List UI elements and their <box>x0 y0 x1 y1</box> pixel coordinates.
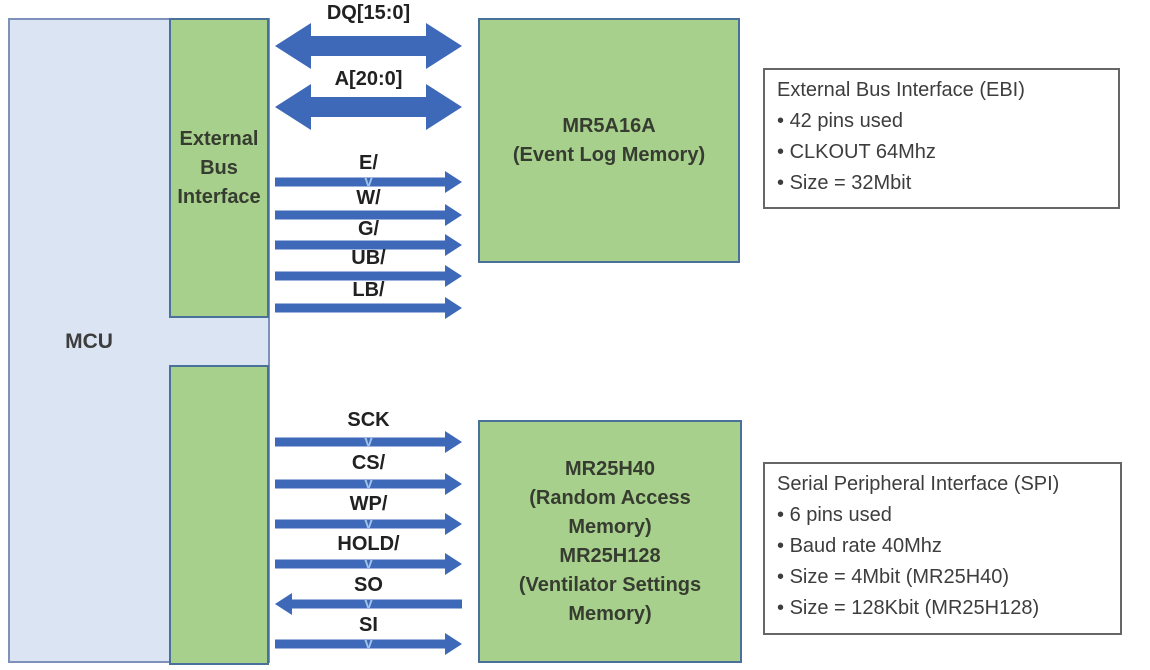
note-bullet: Baud rate 40Mhz <box>777 531 1108 562</box>
connector-marker-icon: v <box>364 595 373 612</box>
right-arrow <box>275 633 462 655</box>
bidirectional-arrow <box>275 84 462 130</box>
note-bullet: Size = 4Mbit (MR25H40) <box>777 562 1108 593</box>
event-log-memory-label: MR5A16A (Event Log Memory) <box>512 114 706 166</box>
right-arrow <box>275 553 462 575</box>
ebi-note-bullets: 42 pins usedCLKOUT 64MhzSize = 32Mbit <box>777 106 1106 199</box>
right-arrow <box>275 265 462 287</box>
spi-note-title: Serial Peripheral Interface (SPI) <box>777 473 1060 495</box>
spi-note-box: Serial Peripheral Interface (SPI) 6 pins… <box>763 462 1122 635</box>
signal-label: HOLD/ <box>337 533 400 555</box>
mcu-label: MCU <box>65 330 113 353</box>
right-arrow <box>275 204 462 226</box>
bidirectional-arrow <box>275 23 462 69</box>
right-arrow <box>275 297 462 319</box>
signal-label: WP/ <box>349 493 388 515</box>
signal-label: W/ <box>356 187 381 209</box>
signal-label: SCK <box>347 409 390 431</box>
right-arrow <box>275 171 462 193</box>
signal-label: G/ <box>357 218 380 240</box>
signal-label: SI <box>359 614 378 636</box>
connector-marker-icon: v <box>364 433 373 450</box>
ebi-note-title: External Bus Interface (EBI) <box>777 79 1025 101</box>
signal-label: LB/ <box>352 279 385 301</box>
left-arrow <box>275 593 462 615</box>
signal-label: A[20:0] <box>334 68 403 90</box>
note-bullet: CLKOUT 64Mhz <box>777 137 1106 168</box>
connector-marker-icon: v <box>364 515 373 532</box>
note-bullet: 42 pins used <box>777 106 1106 137</box>
signal-label: SO <box>354 574 383 596</box>
ebi-note-box: External Bus Interface (EBI) 42 pins use… <box>763 68 1120 209</box>
event-log-memory-block: MR5A16A (Event Log Memory) <box>478 18 740 263</box>
spi-block <box>169 365 269 665</box>
right-arrow <box>275 513 462 535</box>
signal-label: UB/ <box>351 247 386 269</box>
connector-marker-icon: v <box>364 173 373 190</box>
spi-note-bullets: 6 pins usedBaud rate 40MhzSize = 4Mbit (… <box>777 500 1108 624</box>
ventilator-settings-memory-label: MR25H40 (Random Access Memory) MR25H128 … <box>518 457 702 625</box>
signal-label: E/ <box>359 152 378 174</box>
signal-label: CS/ <box>351 452 386 474</box>
right-arrow <box>275 473 462 495</box>
ebi-block-label: External Bus Interface <box>177 127 261 208</box>
connector-marker-icon: v <box>364 475 373 492</box>
connector-marker-icon: v <box>364 635 373 652</box>
connector-marker-icon: v <box>364 555 373 572</box>
ventilator-settings-memory-block: MR25H40 (Random Access Memory) MR25H128 … <box>478 420 742 663</box>
signal-label: DQ[15:0] <box>326 2 411 24</box>
right-arrow <box>275 431 462 453</box>
note-bullet: 6 pins used <box>777 500 1108 531</box>
ebi-block: External Bus Interface <box>169 18 269 318</box>
note-bullet: Size = 32Mbit <box>777 168 1106 199</box>
right-arrow <box>275 234 462 256</box>
note-bullet: Size = 128Kbit (MR25H128) <box>777 593 1108 624</box>
